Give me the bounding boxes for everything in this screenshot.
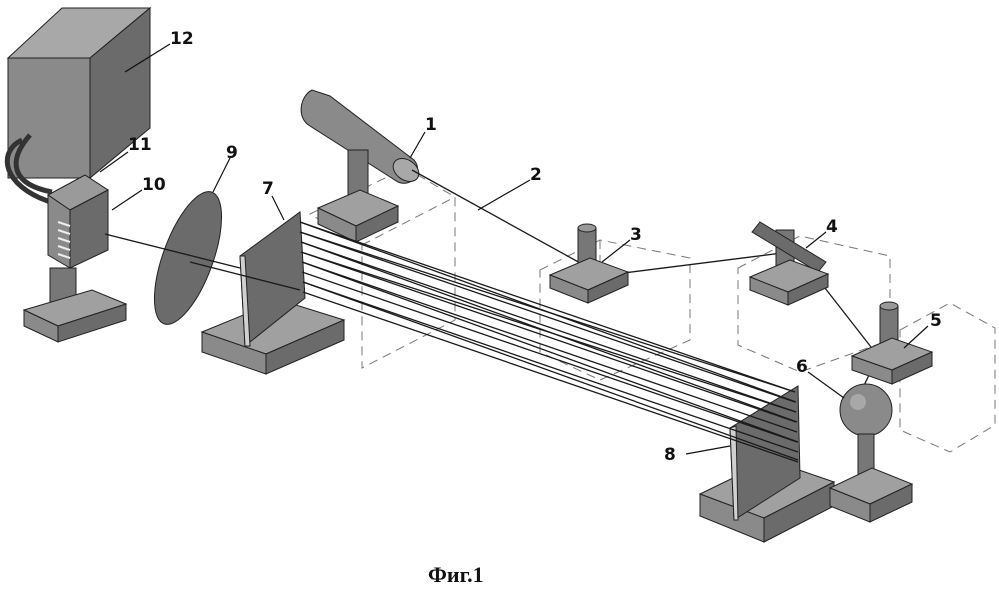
- laser-1: [300, 89, 420, 243]
- sphere-6: [828, 383, 914, 523]
- label-5: 5: [930, 311, 942, 331]
- label-7: 7: [262, 179, 274, 199]
- mirror-8: [698, 385, 836, 543]
- cable: [4, 133, 61, 209]
- receiver-unit-10-11: [47, 174, 109, 269]
- mirror-7: [200, 211, 346, 375]
- dashed-box-3: [539, 239, 691, 381]
- leader-lines: [99, 43, 929, 455]
- receiver-stand: [22, 267, 128, 343]
- label-4: 4: [826, 217, 838, 237]
- label-10: 10: [142, 175, 166, 195]
- figure-caption: Фиг.1: [428, 562, 484, 587]
- label-6: 6: [796, 357, 808, 377]
- element-4: [748, 221, 830, 306]
- label-8: 8: [664, 445, 676, 465]
- element-5: [850, 301, 934, 385]
- multipass-beams: [299, 221, 799, 463]
- element-3: [548, 223, 630, 304]
- label-11: 11: [128, 135, 152, 155]
- lens-9: [153, 191, 223, 325]
- label-2: 2: [530, 165, 542, 185]
- label-12: 12: [170, 29, 194, 49]
- label-9: 9: [226, 143, 238, 163]
- label-1: 1: [425, 115, 437, 135]
- block-12: [6, 6, 152, 180]
- label-3: 3: [630, 225, 642, 245]
- dashed-box-5: [899, 302, 996, 453]
